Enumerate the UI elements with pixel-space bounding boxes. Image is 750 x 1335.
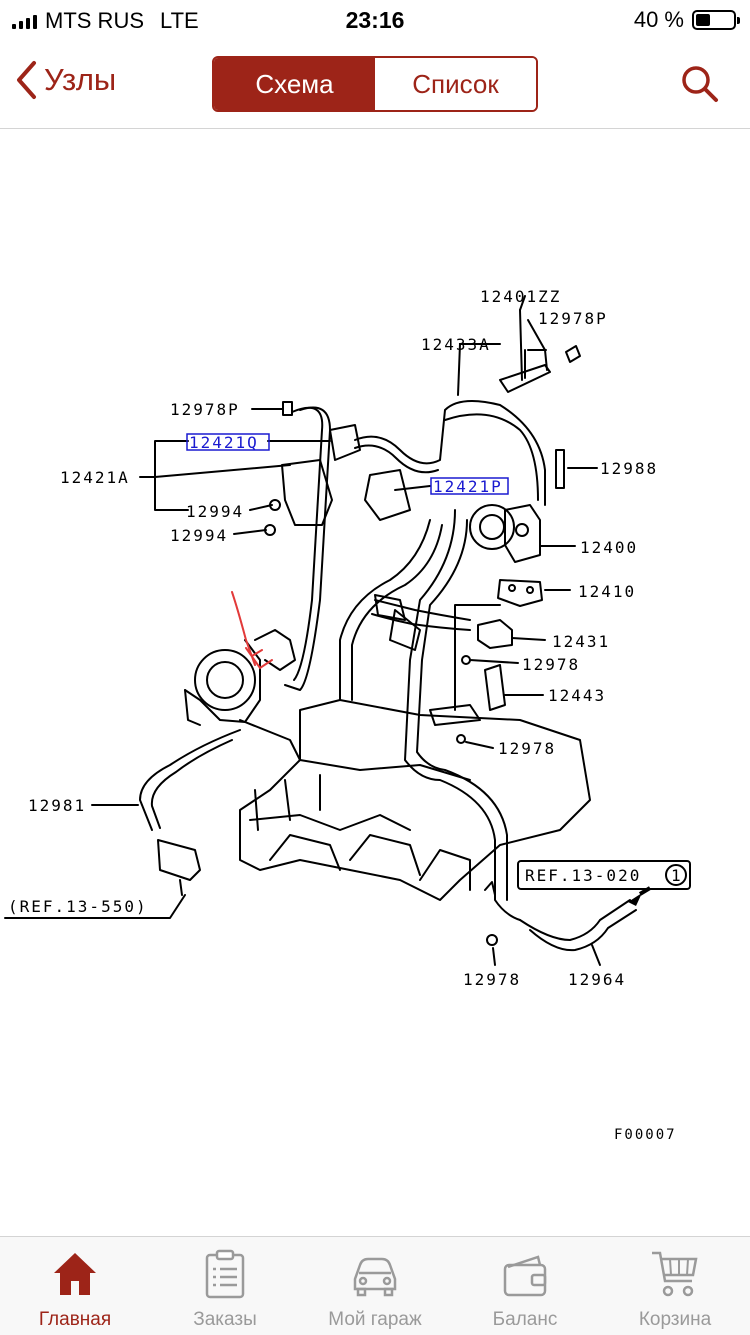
search-button[interactable]	[680, 64, 720, 109]
status-time: 23:16	[345, 7, 405, 33]
tab-home[interactable]: Главная	[0, 1237, 150, 1335]
part-label-12994-b[interactable]: 12994	[170, 526, 228, 545]
tab-orders[interactable]: Заказы	[150, 1237, 300, 1335]
status-right: 40 %	[633, 7, 740, 33]
part-label-12964[interactable]: 12964	[568, 970, 626, 989]
part-label-12401zz[interactable]: 12401ZZ	[480, 287, 561, 306]
part-label-12978-low[interactable]: 12978	[498, 739, 556, 758]
tab-cart[interactable]: Корзина	[600, 1237, 750, 1335]
part-label-12421a[interactable]: 12421A	[60, 468, 130, 487]
part-label-12978p-left[interactable]: 12978P	[170, 400, 240, 419]
status-left: MTS RUS LTE	[12, 8, 199, 34]
home-icon	[54, 1253, 96, 1295]
tab-cart-label: Корзина	[638, 1309, 712, 1330]
part-label-12994-a[interactable]: 12994	[186, 502, 244, 521]
parts-diagram[interactable]: 12401ZZ 12978P 12433A 12978P 12421Q 1242…	[0, 130, 750, 1234]
part-label-12410[interactable]: 12410	[578, 582, 636, 601]
signal-icon	[12, 13, 37, 29]
tab-bar: Главная Заказы Мой гараж Баланс Корзина	[0, 1236, 750, 1335]
part-label-12433a[interactable]: 12433A	[421, 335, 491, 354]
status-bar: MTS RUS LTE 23:16 40 %	[0, 0, 750, 42]
part-label-12443[interactable]: 12443	[548, 686, 606, 705]
wallet-icon	[503, 1255, 547, 1297]
reference-label-13-550[interactable]: (REF.13-550)	[8, 897, 148, 916]
part-label-12981[interactable]: 12981	[28, 796, 86, 815]
tab-list[interactable]: Список	[375, 58, 536, 110]
back-button[interactable]: Узлы	[14, 60, 116, 100]
battery-percent: 40 %	[633, 7, 684, 32]
part-label-12400[interactable]: 12400	[580, 538, 638, 557]
tab-balance-label: Баланс	[492, 1309, 558, 1330]
reference-number: 1	[671, 866, 681, 885]
search-icon	[682, 66, 718, 102]
part-label-12421q[interactable]: 12421Q	[189, 433, 259, 452]
part-label-12421p[interactable]: 12421P	[433, 477, 503, 496]
reference-label-13-020[interactable]: REF.13-020	[525, 866, 641, 885]
chevron-left-icon	[17, 61, 36, 99]
car-icon	[353, 1257, 397, 1297]
network-type: LTE	[160, 8, 199, 33]
part-label-12431[interactable]: 12431	[552, 632, 610, 651]
tab-orders-label: Заказы	[193, 1309, 257, 1330]
tab-garage[interactable]: Мой гараж	[300, 1237, 450, 1335]
carrier: MTS RUS	[45, 8, 144, 33]
cart-icon	[652, 1251, 698, 1297]
tab-scheme[interactable]: Схема	[214, 58, 375, 110]
part-label-12978-bottom[interactable]: 12978	[463, 970, 521, 989]
figure-code: F00007	[614, 1127, 677, 1143]
nav-bar: Узлы Схема Список	[0, 42, 750, 129]
tab-balance[interactable]: Баланс	[450, 1237, 600, 1335]
battery-icon	[692, 10, 740, 30]
view-segmented-control: Схема Список	[212, 56, 538, 112]
part-label-12978-mid[interactable]: 12978	[522, 655, 580, 674]
clipboard-icon	[205, 1249, 245, 1299]
tab-garage-label: Мой гараж	[328, 1309, 422, 1330]
part-label-12978p-top[interactable]: 12978P	[538, 309, 608, 328]
tab-home-label: Главная	[38, 1309, 112, 1330]
part-label-12988[interactable]: 12988	[600, 459, 658, 478]
back-label: Узлы	[44, 62, 117, 97]
